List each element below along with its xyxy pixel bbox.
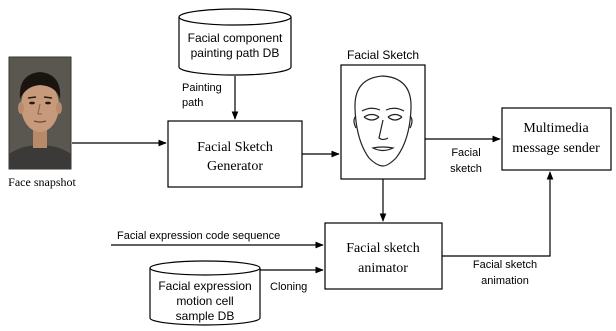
animator-box xyxy=(324,222,443,290)
motion-cell-db-line2: motion cell xyxy=(176,294,233,308)
animator-line1: Facial sketch xyxy=(346,241,419,256)
arrow-animator-to-multimedia xyxy=(442,171,554,257)
motion-cell-db xyxy=(149,260,261,326)
cloning-label: Cloning xyxy=(270,281,307,293)
facial-sketch-drawing xyxy=(353,75,413,167)
animator-line2: animator xyxy=(358,261,408,276)
facial-sketch-edge-line2: sketch xyxy=(450,163,482,175)
painting-path-db-line1: Facial component xyxy=(188,31,283,45)
painting-path-db-line2: painting path DB xyxy=(191,46,280,60)
expression-code-label: Facial expression code sequence xyxy=(117,230,280,242)
face-snapshot-photo xyxy=(8,56,72,170)
motion-cell-db-line3: sample DB xyxy=(176,309,235,323)
generator-box xyxy=(167,120,303,188)
generator-line1: Facial Sketch xyxy=(197,140,273,155)
sketch-title: Facial Sketch xyxy=(347,48,419,62)
face-snapshot-label: Face snapshot xyxy=(8,175,76,189)
multimedia-sender-box xyxy=(501,107,612,171)
facial-sketch-edge-line1: Facial xyxy=(451,147,480,159)
animation-edge-line2: animation xyxy=(481,275,529,287)
painting-path-db xyxy=(178,8,292,76)
painting-path-label-line2: path xyxy=(182,97,203,109)
multimedia-line2: message sender xyxy=(512,141,600,156)
animation-edge-line1: Facial sketch xyxy=(473,259,537,271)
painting-path-label-line1: Painting xyxy=(182,82,222,94)
connectors xyxy=(72,76,554,274)
motion-cell-db-line1: Facial expression xyxy=(158,279,251,293)
multimedia-line1: Multimedia xyxy=(523,121,589,136)
generator-line2: Generator xyxy=(207,159,263,174)
